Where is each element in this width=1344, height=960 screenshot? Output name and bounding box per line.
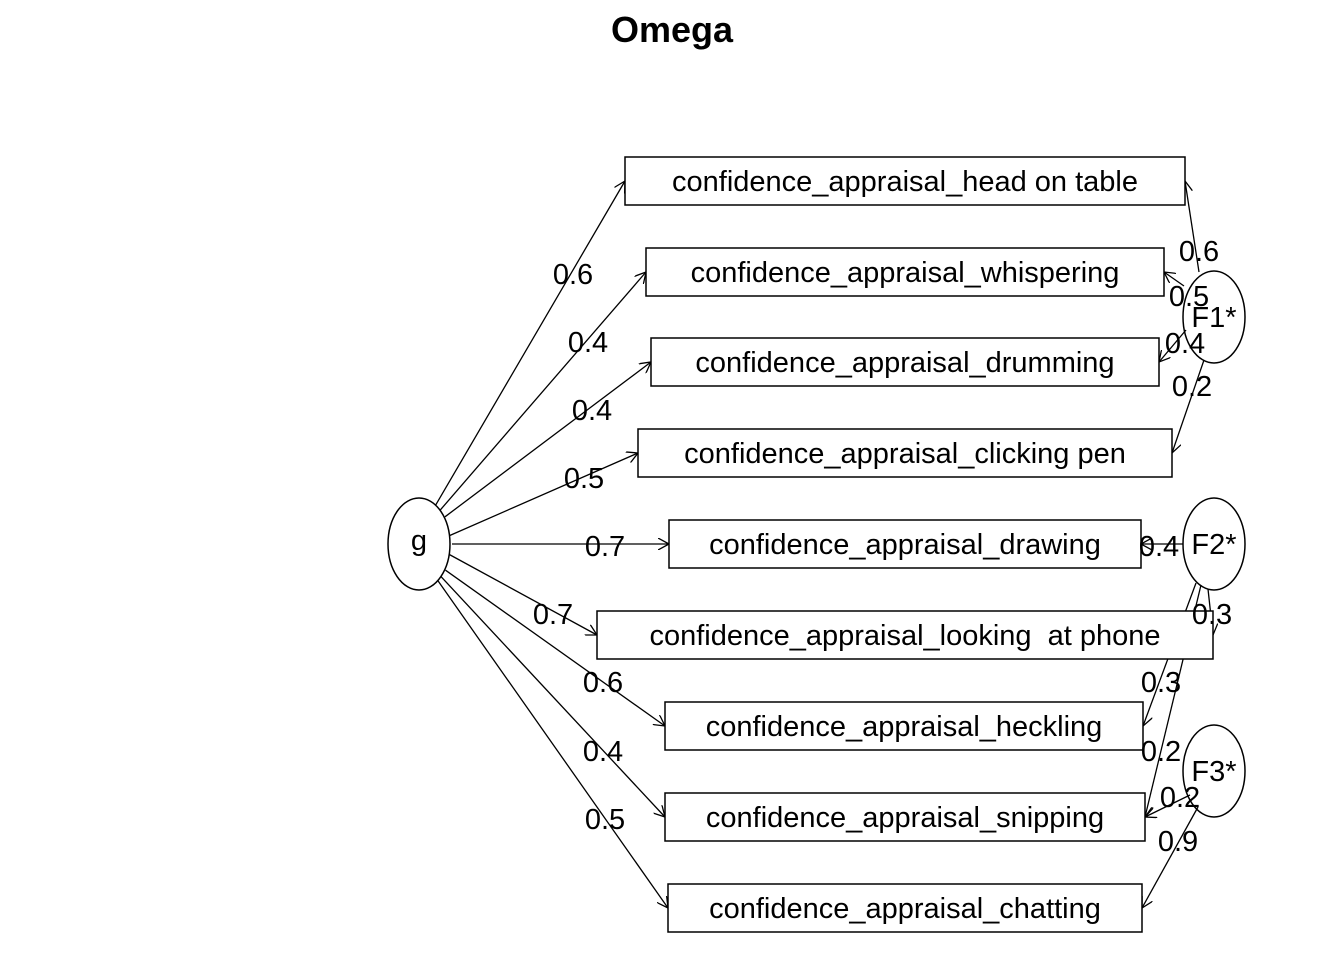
item-label: confidence_appraisal_chatting — [709, 893, 1101, 925]
group-loading-label: 0.4 — [1165, 328, 1205, 360]
group-factor-label: F3* — [1191, 756, 1236, 788]
group-loading-label: 0.2 — [1160, 782, 1200, 814]
group-loading-label: 0.2 — [1141, 736, 1181, 768]
general-factor-node — [387, 497, 451, 591]
group-factor-label: F1* — [1191, 302, 1236, 334]
g-loading-label: 0.4 — [568, 327, 608, 359]
g-loading-edge — [445, 569, 666, 726]
group-loading-edge — [1159, 329, 1187, 362]
g-loading-label: 0.4 — [583, 736, 623, 768]
group-loading-label: 0.3 — [1192, 599, 1232, 631]
group-loading-label: 0.6 — [1179, 236, 1219, 268]
g-loading-edge — [439, 272, 646, 511]
group-loading-label: 0.5 — [1169, 281, 1209, 313]
group-loading-edge — [1172, 359, 1205, 453]
group-factor-label: F2* — [1191, 529, 1236, 561]
group-loading-edge — [1164, 272, 1185, 287]
item-box — [637, 428, 1173, 478]
item-label: confidence_appraisal_whispering — [691, 257, 1120, 289]
g-loading-label: 0.5 — [585, 804, 625, 836]
item-box — [645, 247, 1165, 297]
item-label: confidence_appraisal_drumming — [695, 347, 1114, 379]
item-box — [664, 701, 1144, 751]
item-box — [664, 792, 1146, 842]
item-label: confidence_appraisal_snipping — [706, 802, 1104, 834]
group-loading-edge — [1185, 181, 1200, 273]
item-box — [596, 610, 1214, 660]
general-factor-label: g — [411, 525, 427, 557]
item-label: confidence_appraisal_drawing — [709, 529, 1101, 561]
g-loading-edge — [444, 362, 651, 518]
group-factor-node — [1182, 497, 1246, 591]
item-box — [668, 519, 1142, 569]
g-loading-edge — [440, 576, 665, 817]
loading-labels-layer: 0.6 0.4 0.4 0.5 0.7 0.7 0.6 0.4 0.5 0.6 0.5 0.4 0.2 0… — [533, 236, 1237, 858]
g-loading-edge — [449, 453, 639, 537]
diagram-title: Omega — [611, 9, 734, 50]
g-loading-label: 0.6 — [583, 667, 623, 699]
nodes-layer: confidence_appraisal_head on table confid… — [387, 156, 1214, 933]
group-loading-label: 0.2 — [1172, 371, 1212, 403]
group-loading-label: 0.9 — [1158, 826, 1198, 858]
g-loading-label: 0.5 — [564, 463, 604, 495]
g-loading-label: 0.7 — [585, 531, 625, 563]
g-loading-edge — [448, 553, 597, 635]
g-loading-label: 0.7 — [533, 599, 573, 631]
item-box — [650, 337, 1160, 387]
g-loading-label: 0.6 — [553, 259, 593, 291]
g-loading-label: 0.4 — [572, 395, 612, 427]
item-label: confidence_appraisal_heckling — [706, 711, 1103, 743]
g-loading-edge — [437, 579, 668, 908]
group-factor-node — [1182, 724, 1246, 818]
edges-layer — [434, 181, 1246, 908]
item-label: confidence_appraisal_looking at phone — [649, 620, 1160, 652]
group-loading-edge — [1145, 794, 1191, 817]
item-label: confidence_appraisal_head on table — [672, 166, 1138, 198]
item-box — [667, 883, 1143, 933]
item-label: confidence_appraisal_clicking pen — [684, 438, 1126, 470]
g-loading-edge — [434, 181, 625, 507]
group-loading-edge — [1142, 806, 1199, 908]
group-loading-label: 0.3 — [1141, 667, 1181, 699]
group-loading-label: 0.4 — [1139, 531, 1179, 563]
group-factor-node — [1182, 270, 1246, 364]
item-box — [624, 156, 1186, 206]
